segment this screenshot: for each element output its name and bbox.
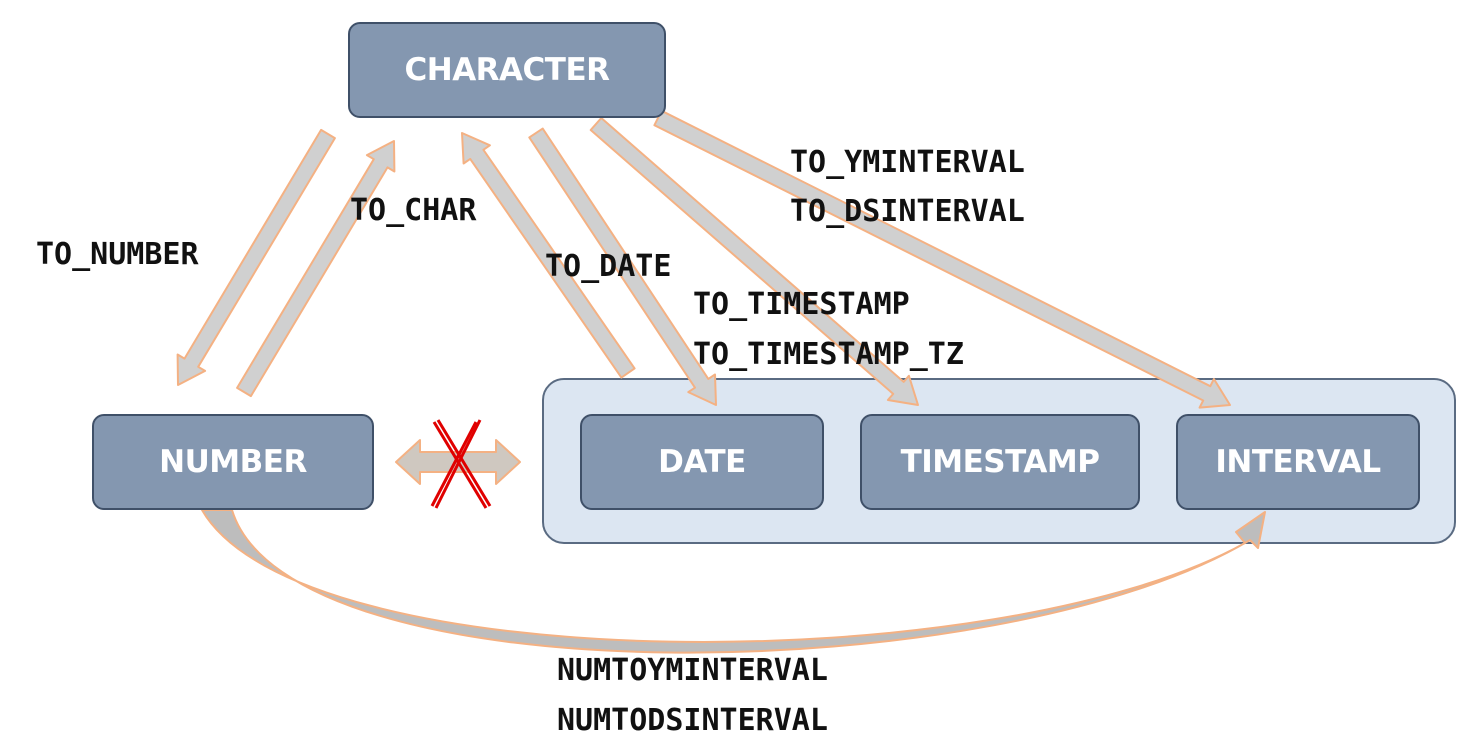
not-allowed-cross-icon [430, 419, 492, 509]
arrow-character-to-timestamp [589, 117, 919, 406]
label-numtoyminterval: NUMTOYMINTERVAL [557, 653, 828, 688]
node-timestamp: TIMESTAMP [860, 414, 1140, 510]
node-number: NUMBER [92, 414, 374, 510]
node-character: CHARACTER [348, 22, 666, 118]
arrow-date-to-character [461, 132, 636, 379]
label-to-char: TO_CHAR [350, 193, 477, 228]
label-to-dsinterval: TO_DSINTERVAL [790, 194, 1025, 229]
label-to-yminterval: TO_YMINTERVAL [790, 145, 1025, 180]
arrow-number-to-character [236, 140, 396, 398]
arrow-character-to-date [528, 127, 717, 406]
arrow-character-to-number [176, 128, 336, 386]
label-numtodsinterval: NUMTODSINTERVAL [557, 703, 828, 738]
node-date: DATE [580, 414, 824, 510]
label-to-number: TO_NUMBER [36, 237, 199, 272]
arrow-number-to-interval [201, 509, 1266, 654]
label-to-timestamp: TO_TIMESTAMP [693, 287, 910, 322]
label-to-timestamp-tz: TO_TIMESTAMP_TZ [693, 337, 964, 372]
label-to-date: TO_DATE [545, 249, 672, 284]
arrow-character-to-interval [653, 109, 1231, 409]
node-interval: INTERVAL [1176, 414, 1420, 510]
